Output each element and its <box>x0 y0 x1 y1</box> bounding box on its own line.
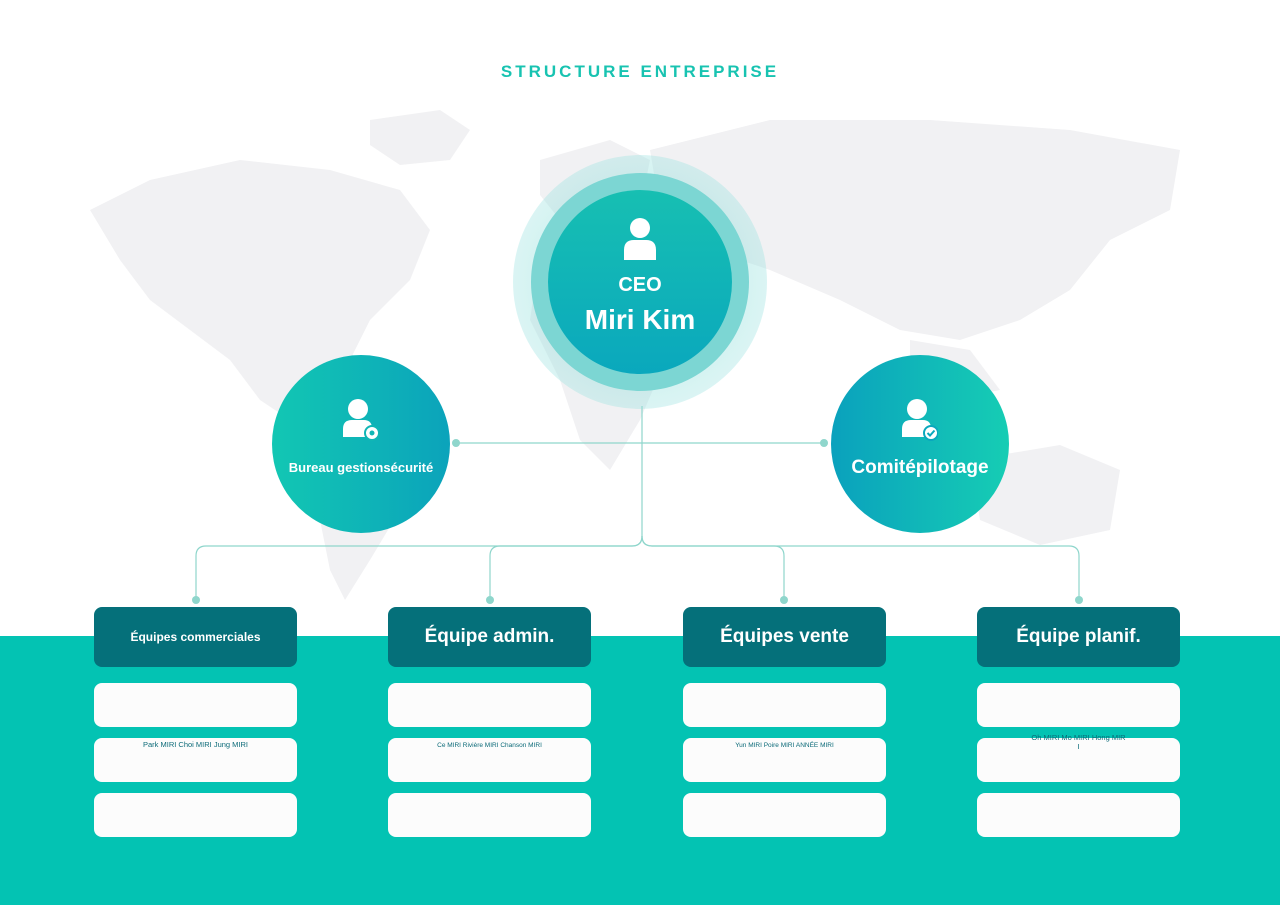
team-members: Oh MIRI Mo MIRI Hong MIR I <box>1031 733 1126 751</box>
member-box <box>683 683 886 727</box>
asia-shape <box>650 120 1180 340</box>
team-header: Équipe admin. <box>388 607 591 667</box>
team-header: Équipes commerciales <box>94 607 297 667</box>
member-box <box>977 793 1180 837</box>
team-name: Équipes commerciales <box>130 630 261 644</box>
member-box <box>977 738 1180 782</box>
member-box <box>94 793 297 837</box>
side-node-comite: Comitépilotage <box>831 355 1009 533</box>
north-america-shape <box>90 160 430 420</box>
team-name: Équipe admin. <box>424 626 555 647</box>
team-members: Park MIRI Choi MIRI Jung MIRI <box>142 740 249 749</box>
ceo-role: CEO <box>618 274 662 296</box>
member-box <box>977 683 1180 727</box>
side-node-label: Comitépilotage <box>851 457 989 478</box>
australia-shape <box>970 445 1120 545</box>
team-header: Équipes vente <box>683 607 886 667</box>
member-box <box>683 738 886 782</box>
member-box <box>94 738 297 782</box>
side-node-label: Bureau gestionsécurité <box>288 460 434 475</box>
person-icon <box>624 218 656 260</box>
side-node-bureau: Bureau gestionsécurité <box>272 355 450 533</box>
greenland-shape <box>370 110 470 165</box>
team-name: Équipe planif. <box>1016 626 1141 647</box>
page-title: STRUCTURE ENTREPRISE <box>500 62 780 81</box>
team-header: Équipe planif. <box>977 607 1180 667</box>
person-settings-icon <box>343 399 379 441</box>
member-box <box>683 793 886 837</box>
member-box <box>388 793 591 837</box>
ceo-node: CEO Miri Kim <box>548 190 732 374</box>
person-check-icon <box>902 399 938 441</box>
member-box <box>94 683 297 727</box>
team-members: Ce MIRI Rivière MIRI Chanson MIRI <box>437 742 542 749</box>
team-members: Yun MIRI Poire MIRI ANNÉE MIRI <box>735 742 834 749</box>
team-name: Équipes vente <box>720 626 849 647</box>
ceo-name: Miri Kim <box>584 304 696 335</box>
member-box <box>388 683 591 727</box>
member-box <box>388 738 591 782</box>
